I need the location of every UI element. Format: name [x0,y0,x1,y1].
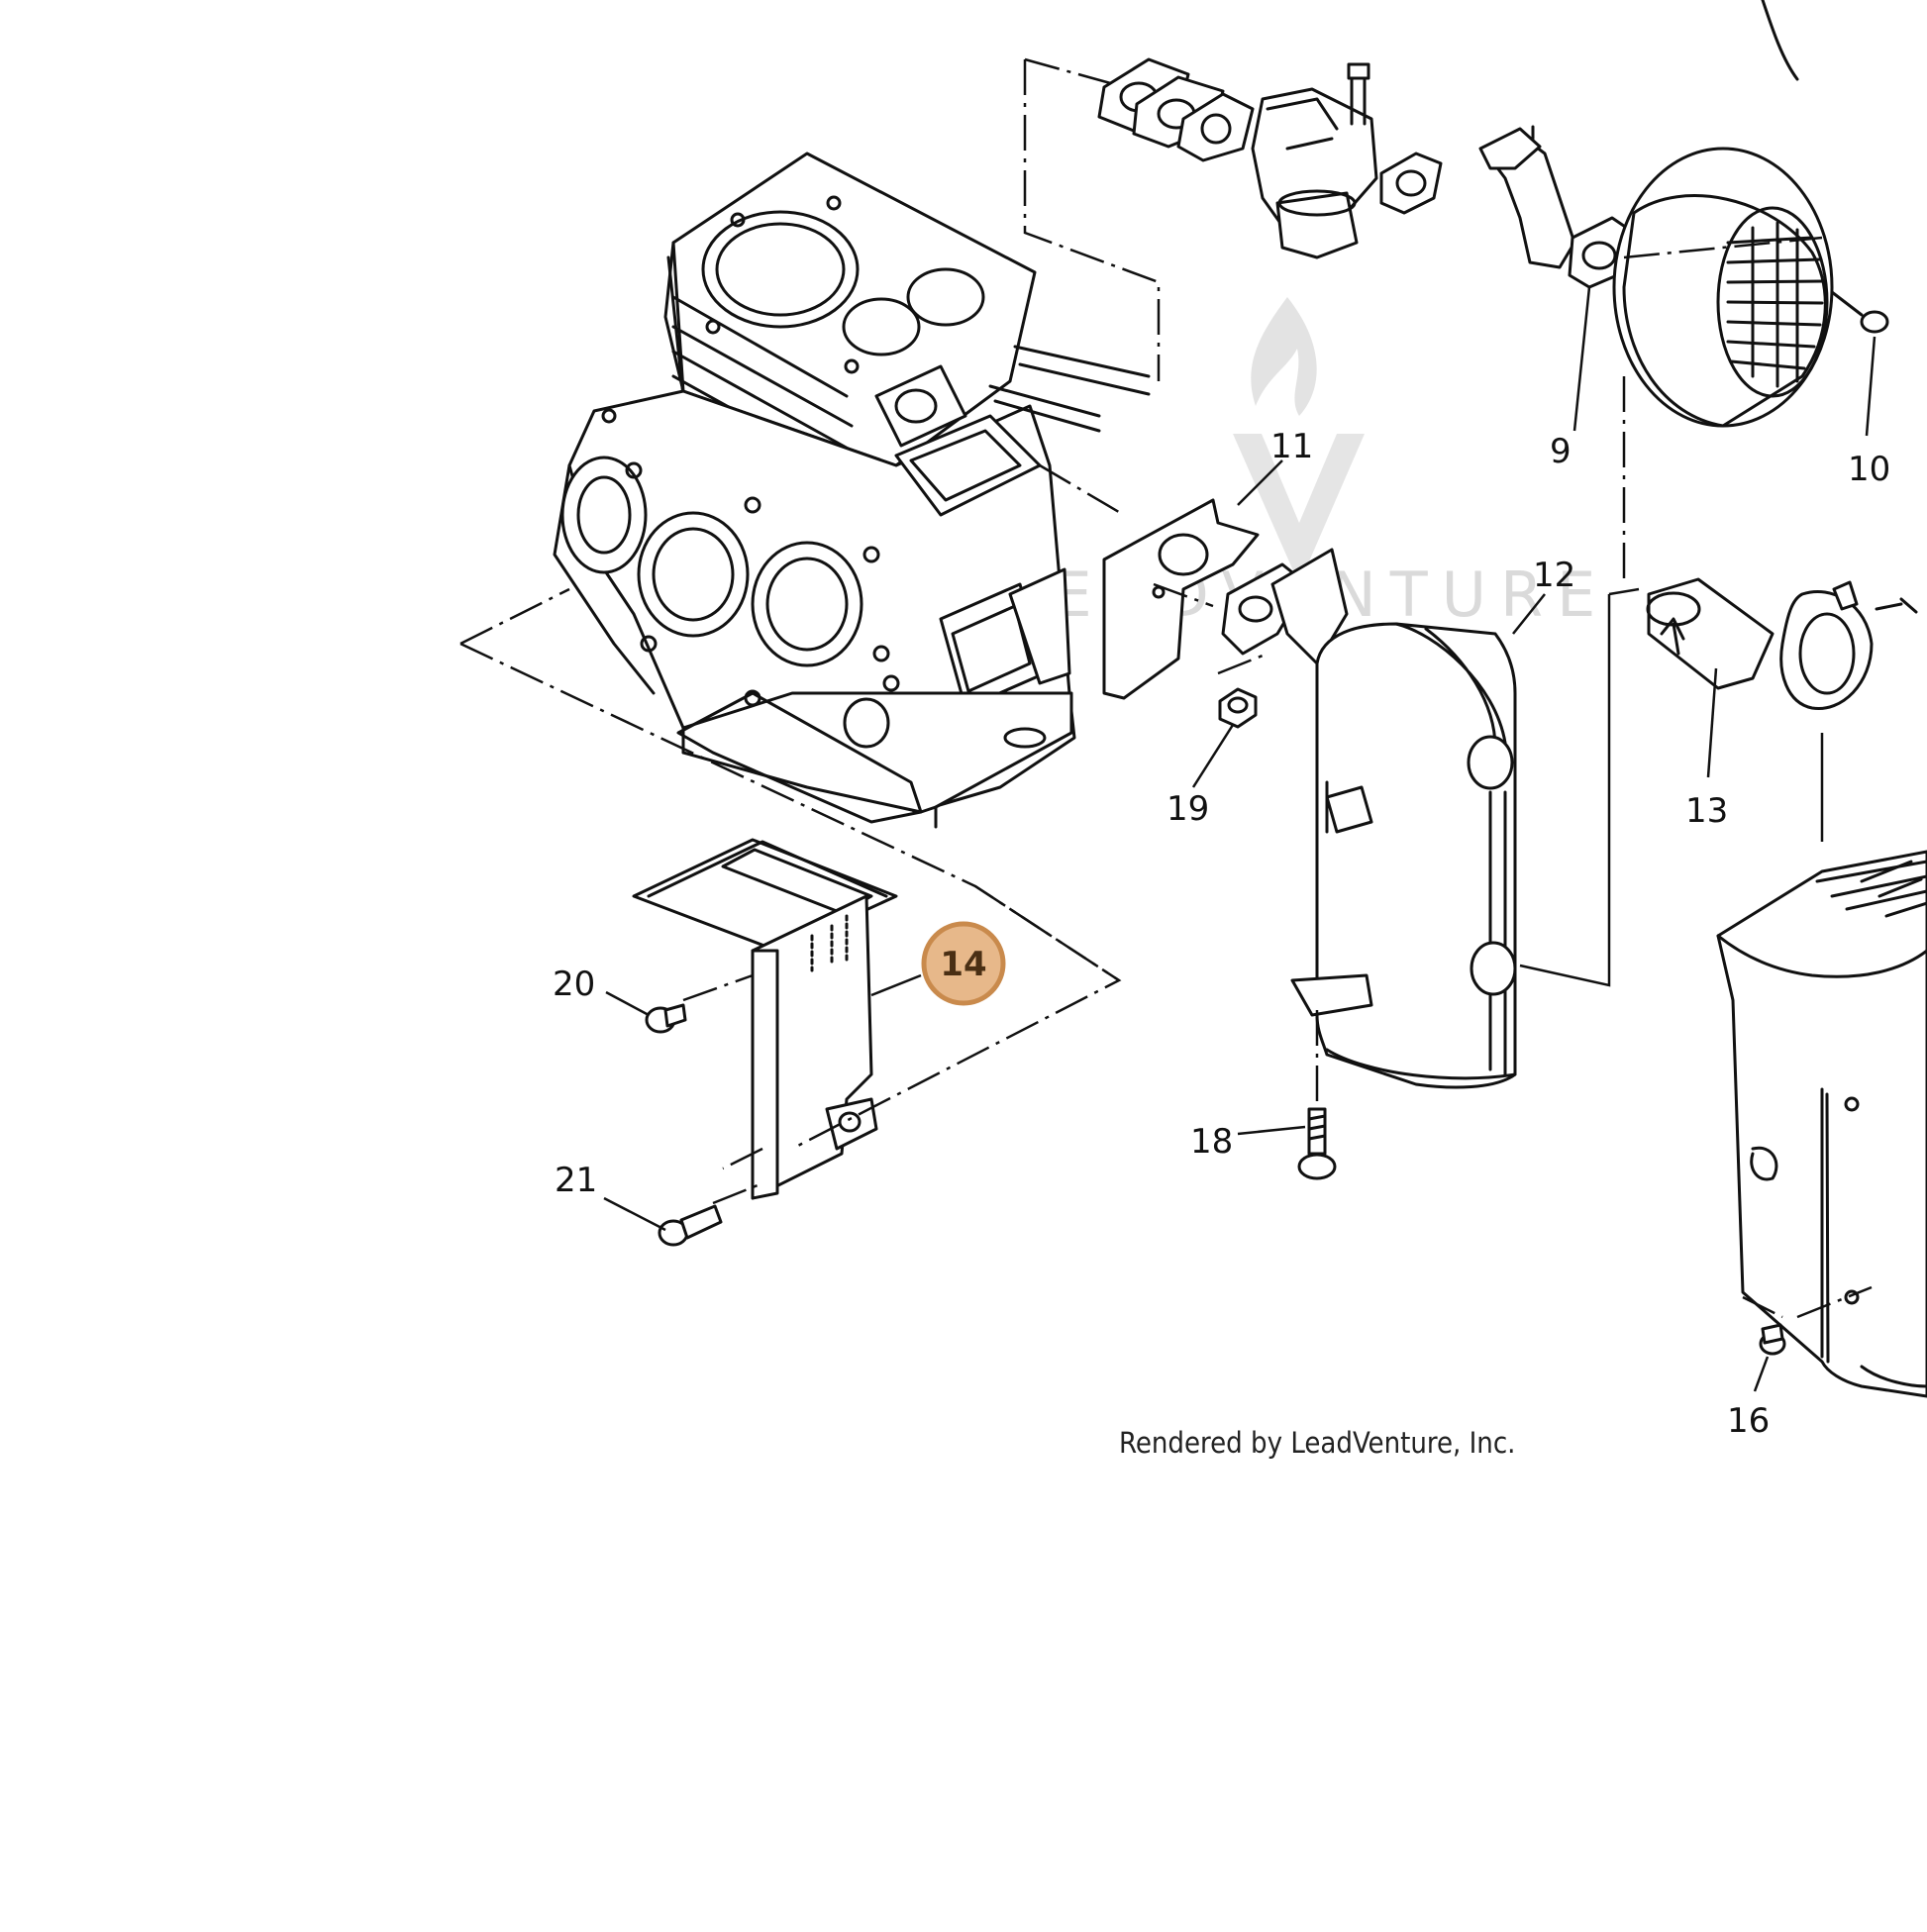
callout-9[interactable]: 9 [1550,432,1572,471]
screw-16 [1759,1323,1786,1356]
callout-19[interactable]: 19 [1166,789,1209,829]
exhaust-gasket [1102,498,1260,700]
carburetor-group [1023,57,1443,381]
callout-21[interactable]: 21 [555,1161,597,1200]
callout-20[interactable]: 20 [553,965,595,1004]
callout-10[interactable]: 10 [1848,450,1890,489]
callout-18[interactable]: 18 [1190,1122,1233,1162]
blower-housing [1716,850,1927,1398]
render-credit: Rendered by LeadVenture, Inc. [1119,1426,1515,1460]
muffler [1221,548,1517,1089]
v-logo-icon [1233,434,1365,584]
callout-11[interactable]: 11 [1270,427,1313,466]
callout-13[interactable]: 13 [1685,791,1728,831]
callout-14[interactable]: 14 [940,945,986,984]
heat-shield [632,838,898,1200]
flame-icon [1251,297,1317,416]
callout-labels: 9 10 11 12 13 16 18 19 20 21 [553,427,1890,1441]
air-cleaner-group [1478,0,1889,428]
leader-lines [603,286,1876,1392]
engine-block [553,152,1151,829]
assembly-lines [459,376,1873,1319]
callout-16[interactable]: 16 [1727,1401,1770,1441]
highlight-badge[interactable] [921,921,1006,1006]
bolt-18 [1297,1107,1337,1180]
screw-20 [645,1003,687,1034]
callout-14-highlight[interactable]: 14 [921,921,1006,1006]
nut-19 [1218,687,1258,729]
callout-12[interactable]: 12 [1533,556,1575,595]
bolt-21 [658,1204,723,1247]
tailpipe-assembly [1519,577,1918,987]
